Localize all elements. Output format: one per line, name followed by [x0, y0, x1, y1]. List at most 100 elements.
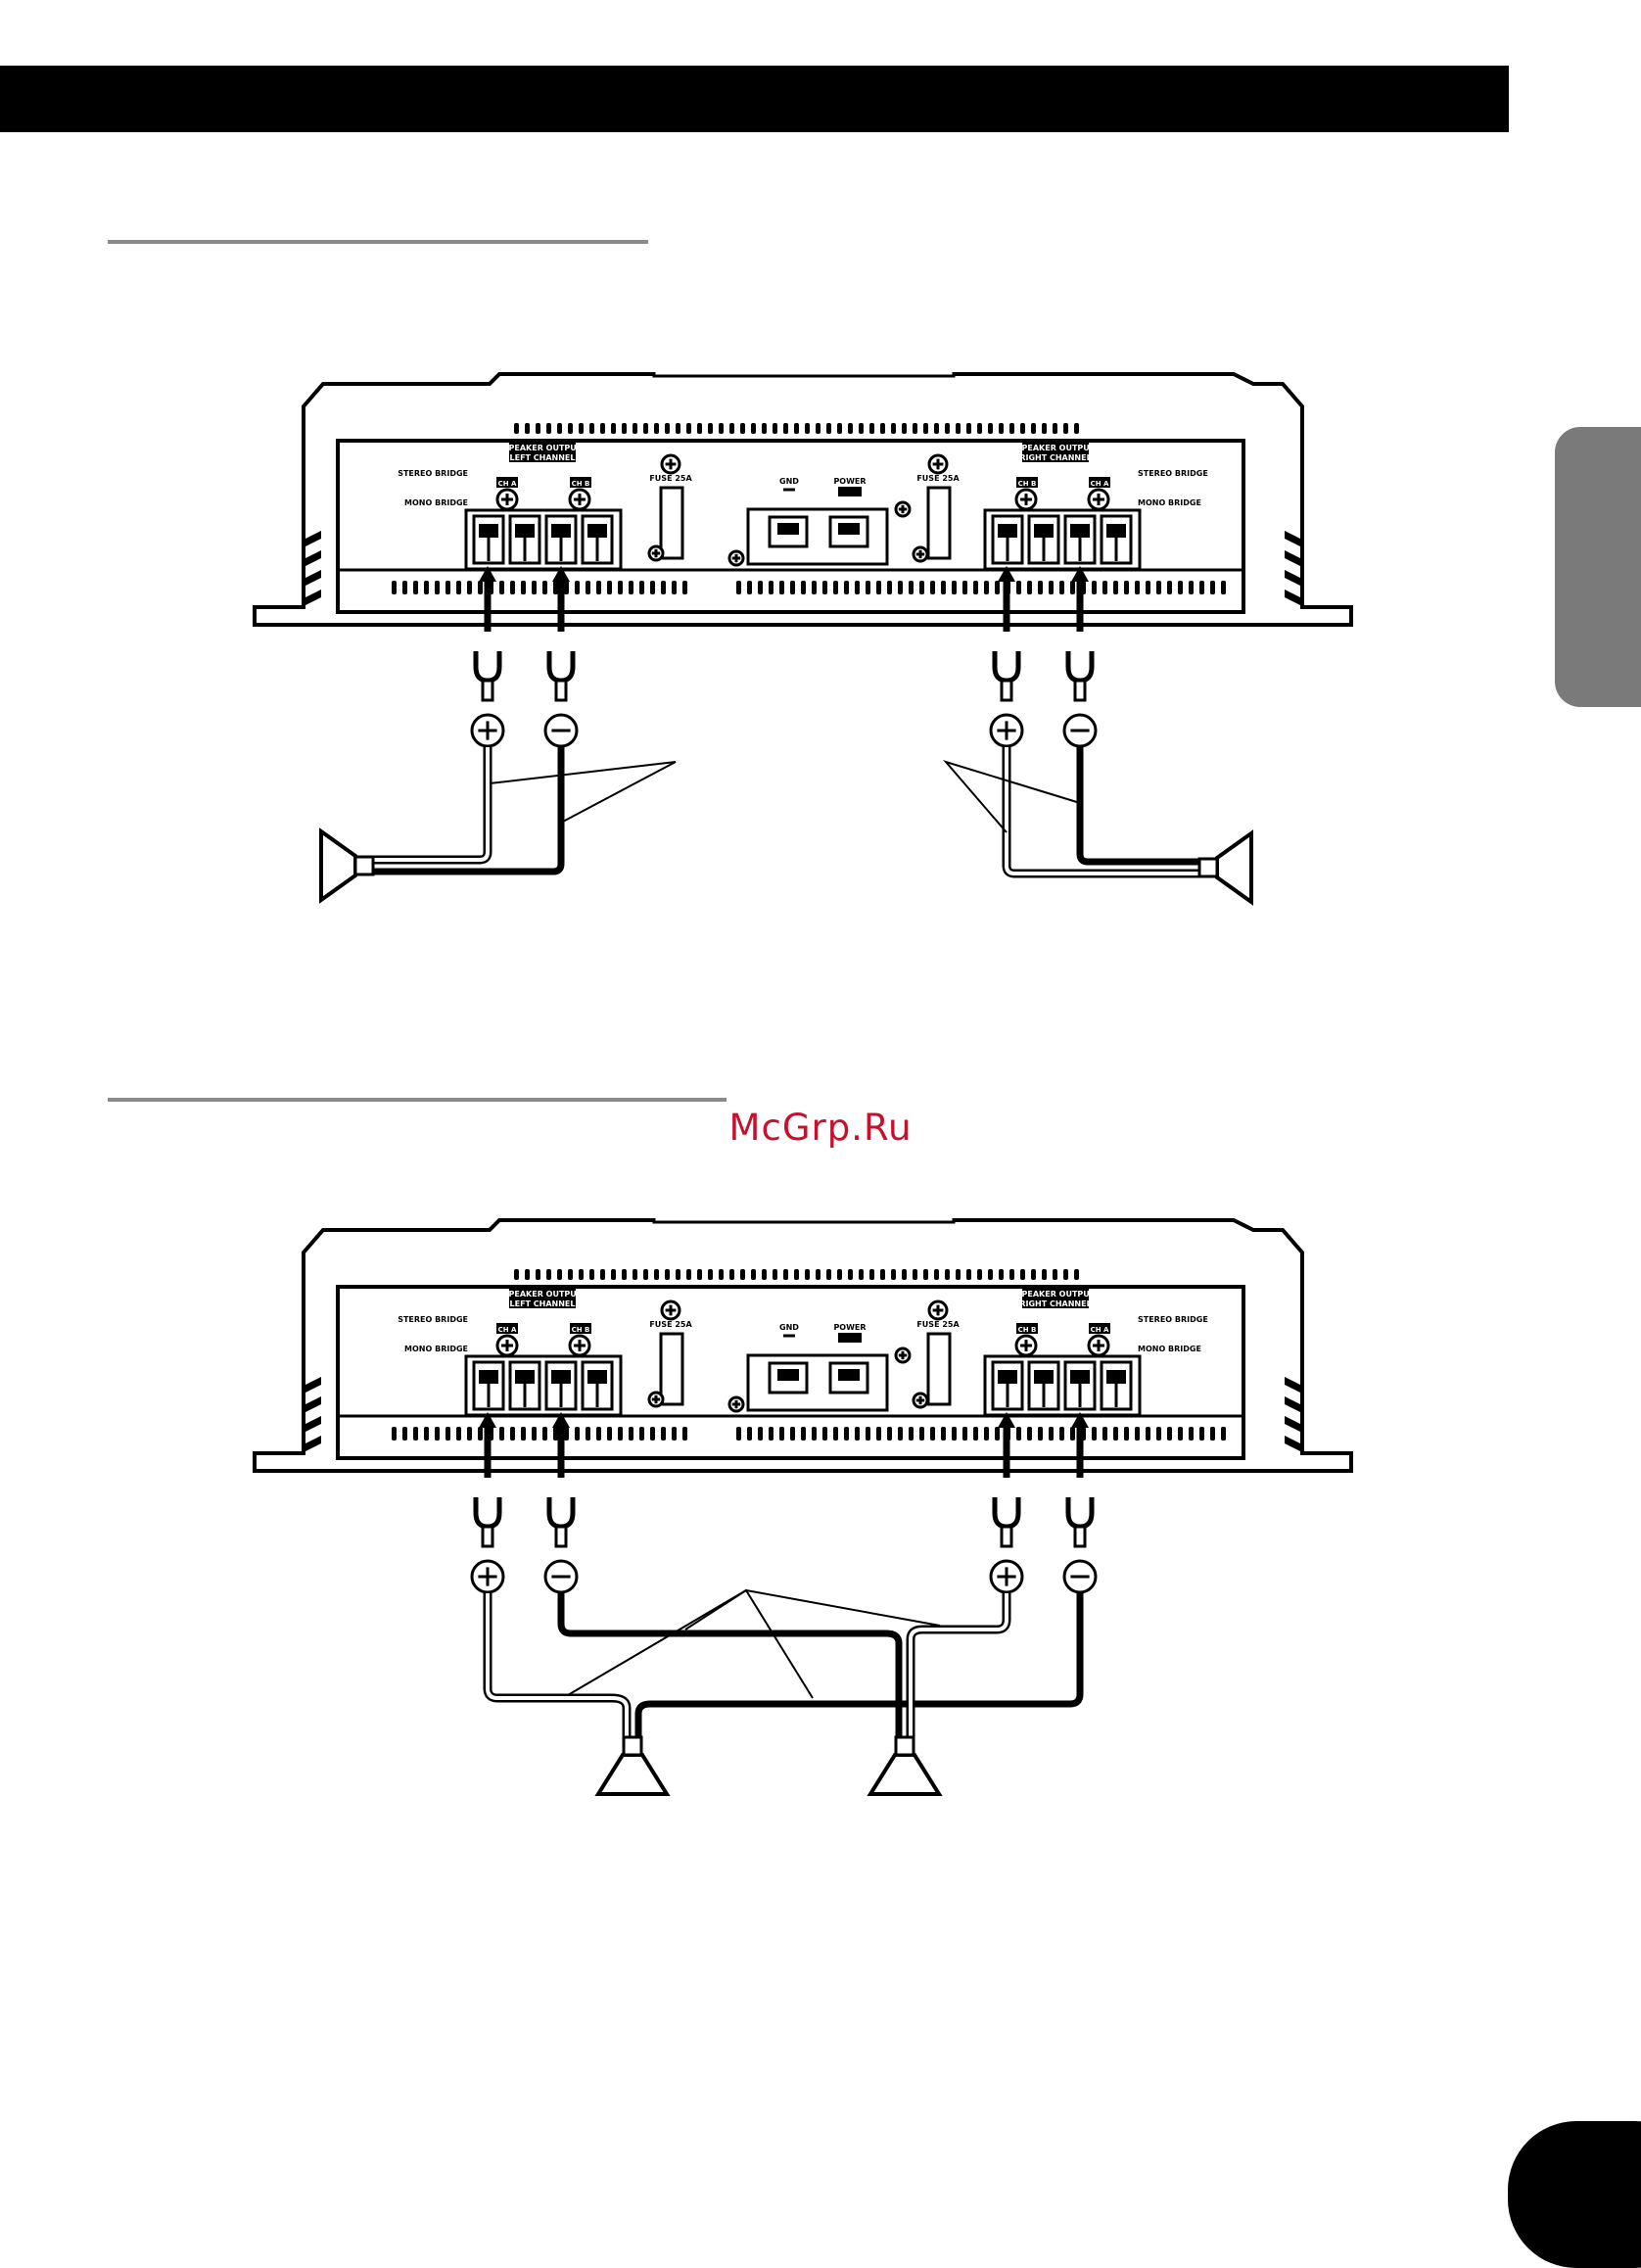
vent-slot — [719, 423, 724, 434]
vent-slot — [1167, 581, 1172, 594]
vent-slot — [758, 581, 763, 594]
callout-leader — [489, 761, 677, 824]
vent-slot — [747, 581, 752, 594]
stereo-bridge-left: STEREO BRIDGE — [398, 1315, 468, 1324]
mono-bridge-left: MONO BRIDGE — [404, 498, 468, 507]
vent-slot — [478, 581, 483, 594]
heatsink-fin — [1285, 531, 1300, 546]
vent-slot — [844, 1427, 849, 1441]
vent-slot — [1146, 581, 1150, 594]
vent-slot — [891, 423, 896, 434]
fuse-left-label: FUSE 25A — [649, 474, 692, 483]
channel-tag-text: CH A — [1091, 480, 1109, 488]
vent-slot — [934, 423, 939, 434]
vent-slot — [758, 1427, 763, 1441]
vent-slot — [499, 581, 504, 594]
vent-slot — [618, 581, 623, 594]
vent-slot — [869, 1269, 874, 1280]
speaker-right — [867, 1735, 943, 1796]
channel-tag — [570, 477, 591, 488]
heatsink-fin — [305, 550, 321, 566]
wire-right-positive — [1002, 747, 1214, 878]
vent-slot — [816, 1269, 820, 1280]
vent-slot — [812, 581, 817, 594]
vent-slot — [956, 423, 961, 434]
wire-right-positive — [906, 1593, 1011, 1737]
vent-slot — [600, 1269, 605, 1280]
vent-slot — [676, 423, 680, 434]
fuse-left-label: FUSE 25A — [649, 1320, 692, 1329]
channel-tag-text: CH B — [572, 1326, 590, 1334]
vent-slot — [654, 1269, 659, 1280]
vent-slot — [812, 1427, 817, 1441]
header-bar — [0, 66, 1509, 132]
vent-slot — [521, 581, 526, 594]
vent-slot — [773, 1269, 777, 1280]
label-left-speaker-output — [509, 441, 576, 462]
vent-slot — [887, 1427, 892, 1441]
vent-slot — [676, 1269, 680, 1280]
vent-slot — [1053, 1269, 1057, 1280]
vent-slot — [564, 581, 569, 594]
vent-slot — [536, 423, 540, 434]
vent-slot — [686, 1269, 691, 1280]
callout-leader — [745, 1589, 941, 1627]
heatsink-fin — [1285, 1396, 1300, 1412]
vent-slot — [913, 1269, 917, 1280]
channel-tag — [496, 1323, 518, 1334]
speaker-wiring — [483, 1588, 1084, 1796]
vent-slot — [1092, 1427, 1097, 1441]
vent-slot — [866, 581, 870, 594]
section-rule-1 — [108, 240, 648, 244]
vent-slot — [952, 1427, 957, 1441]
vent-slot — [1031, 1269, 1036, 1280]
vent-slot — [392, 581, 397, 594]
vent-slot — [445, 581, 450, 594]
vent-slot — [557, 1269, 562, 1280]
vent-slot — [1199, 581, 1204, 594]
vent-slot — [639, 1427, 644, 1441]
vent-slot — [392, 1427, 397, 1441]
channel-tag — [1089, 1323, 1110, 1334]
vent-slot — [575, 1427, 580, 1441]
gnd-label: GND — [779, 477, 799, 486]
channel-tag — [570, 1323, 591, 1334]
vent-slot — [859, 423, 864, 434]
speaker-left — [319, 827, 375, 904]
vent-slot — [589, 423, 594, 434]
spade-terminal-icon — [473, 1497, 502, 1548]
vent-slot — [999, 423, 1004, 434]
vent-slot — [575, 581, 580, 594]
vent-slot — [1199, 1427, 1204, 1441]
fuse-right-label: FUSE 25A — [916, 474, 960, 483]
vent-slot — [783, 423, 788, 434]
vent-slot — [719, 1269, 724, 1280]
vent-slot — [661, 581, 666, 594]
channel-tag-text: CH A — [498, 480, 517, 488]
vent-slot — [542, 581, 547, 594]
vent-slot — [536, 1269, 540, 1280]
vent-slot — [837, 1269, 842, 1280]
arrow-left-minus — [552, 1412, 570, 1478]
vent-slot — [769, 1427, 774, 1441]
vent-slot — [1038, 1427, 1043, 1441]
vent-slot — [740, 423, 745, 434]
vent-slot — [1113, 1427, 1118, 1441]
vent-slot — [1042, 423, 1047, 434]
vent-slot — [456, 1427, 461, 1441]
vent-slot — [783, 1269, 788, 1280]
label-right-speaker-output — [1022, 441, 1089, 462]
fuse-right-label: FUSE 25A — [916, 1320, 960, 1329]
power-label: POWER — [833, 1323, 866, 1332]
arrow-right-plus — [998, 1412, 1015, 1478]
vent-slot — [941, 581, 946, 594]
spade-terminal-icon — [546, 651, 576, 702]
arrow-left-plus — [479, 566, 496, 632]
wire-left-positive — [483, 1593, 632, 1737]
vent-slot — [672, 581, 677, 594]
vent-slot — [1221, 1427, 1226, 1441]
vent-slot — [435, 1427, 440, 1441]
vent-slot — [643, 1269, 648, 1280]
vent-slot — [553, 1427, 558, 1441]
